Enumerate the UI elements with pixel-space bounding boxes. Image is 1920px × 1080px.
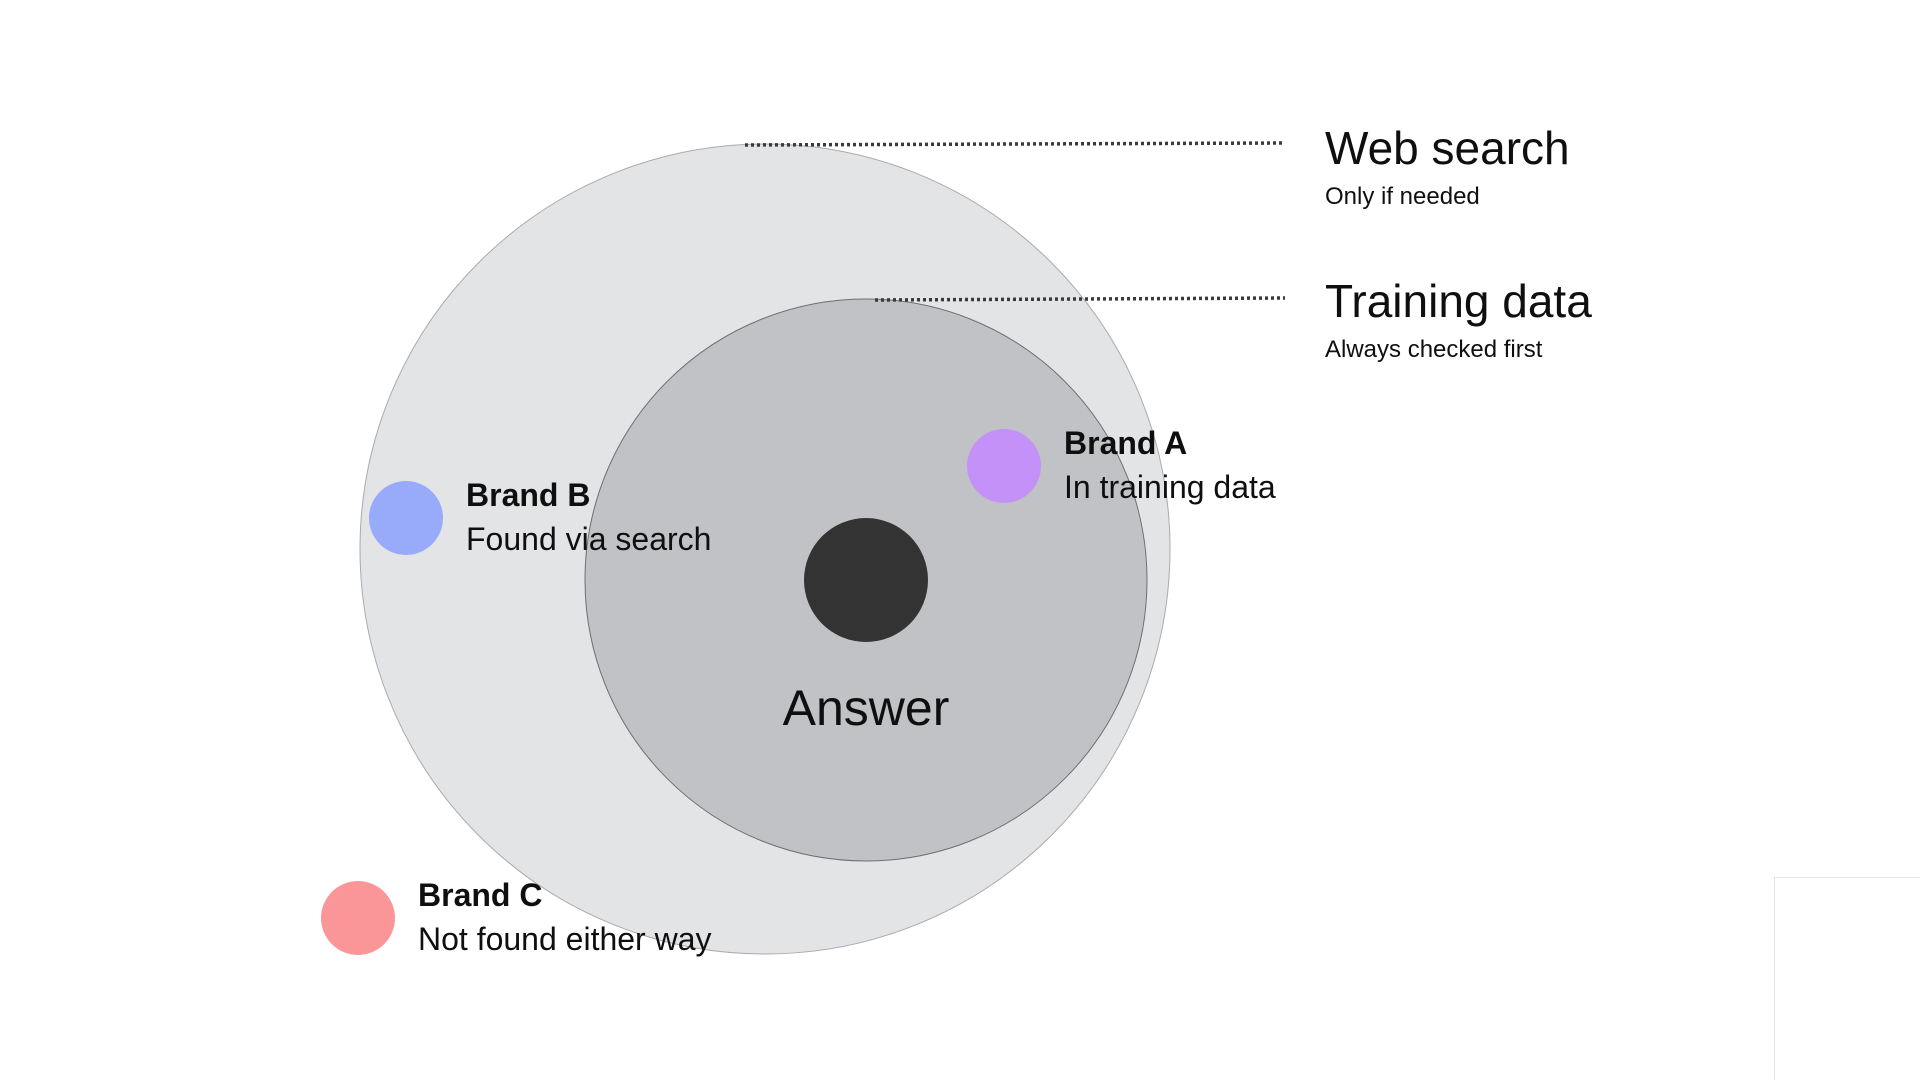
brand-a-description: In training data — [1064, 469, 1276, 505]
answer-core-dot — [804, 518, 928, 642]
corner-frame — [1774, 877, 1920, 1080]
brand-b-dot — [369, 481, 443, 555]
training-data-title: Training data — [1325, 275, 1592, 327]
brand-c-dot — [321, 881, 395, 955]
brand-a-dot — [967, 429, 1041, 503]
training-data-subtitle: Always checked first — [1325, 336, 1543, 363]
brand-b-description: Found via search — [466, 521, 712, 557]
brand-c-description: Not found either way — [418, 921, 712, 957]
brand-c-name: Brand C — [418, 877, 543, 913]
web-search-subtitle: Only if needed — [1325, 183, 1480, 210]
web-search-leader-line — [744, 141, 1286, 147]
brand-a-name: Brand A — [1064, 425, 1188, 461]
brand-b-name: Brand B — [466, 477, 591, 513]
answer-label: Answer — [782, 680, 950, 736]
web-search-title: Web search — [1325, 122, 1570, 174]
training-data-leader-line — [874, 296, 1286, 302]
